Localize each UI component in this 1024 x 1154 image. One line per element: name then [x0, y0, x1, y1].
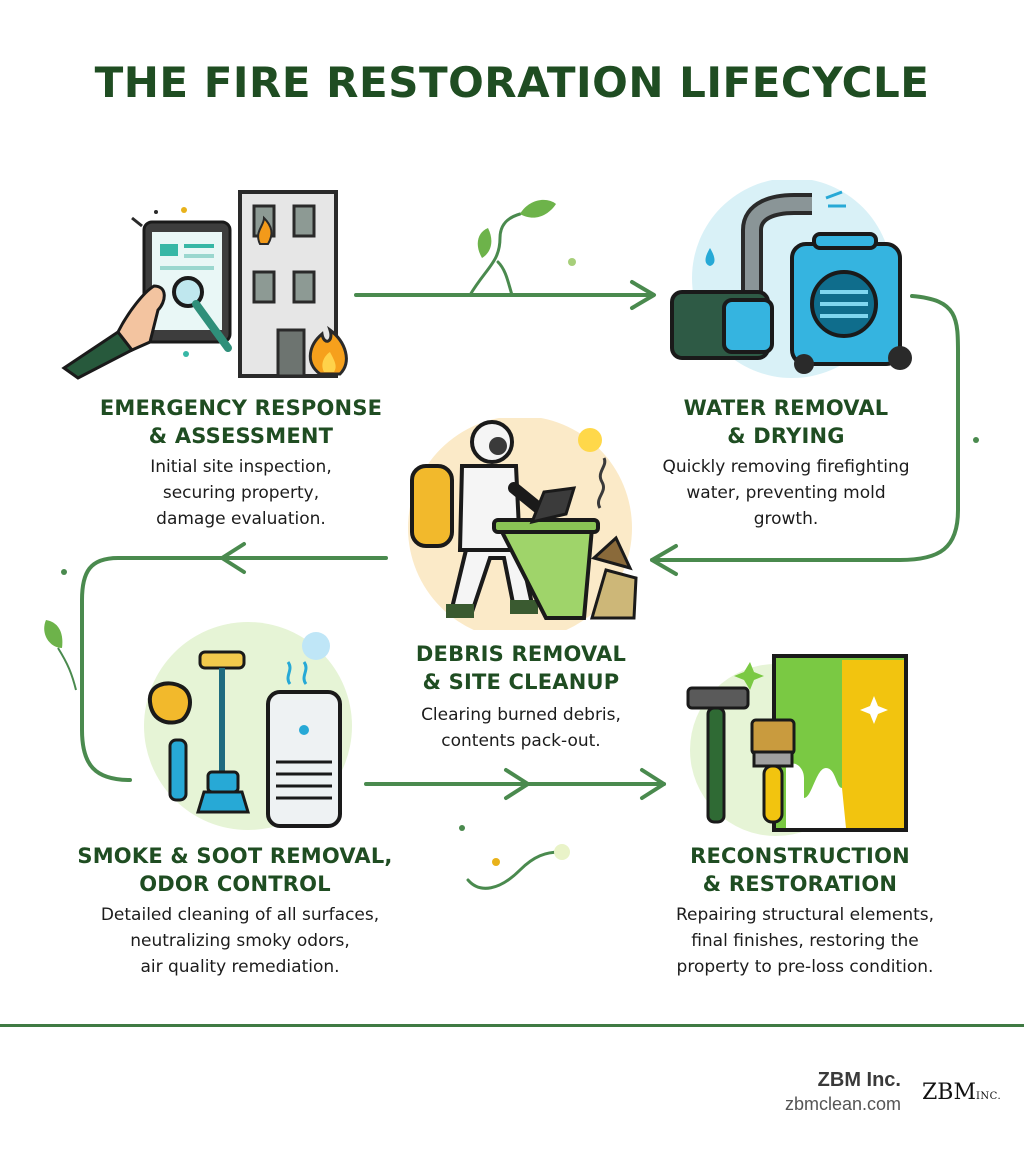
stage-debris-description: Clearing burned debris,contents pack-out…	[421, 705, 621, 751]
page-title: THE FIRE RESTORATION LIFECYCLE	[94, 58, 930, 107]
stage-smoke-description: Detailed cleaning of all surfaces,neutra…	[100, 905, 380, 977]
company-name: ZBM Inc.	[817, 1069, 901, 1091]
leaf-decoration	[520, 199, 556, 218]
hammer-paintbrush-wall-icon	[686, 654, 908, 836]
stage-reconstruction-title: RECONSTRUCTION& RESTORATION	[690, 844, 910, 896]
footer-brand: ZBM Inc. zbmclean.com	[785, 1068, 901, 1116]
tablet-inspection-building-fire-icon	[61, 190, 348, 380]
hazmat-worker-debris-icon	[408, 418, 638, 630]
cleaning-tools-air-purifier-icon	[144, 622, 352, 830]
stage-water-title: WATER REMOVAL& DRYING	[683, 396, 889, 448]
stage-emergency-description: Initial site inspection,securing propert…	[150, 457, 332, 529]
stage-emergency-title: EMERGENCY RESPONSE& ASSESSMENT	[99, 396, 383, 448]
stage-reconstruction-description: Repairing structural elements,final fini…	[675, 905, 935, 977]
company-url[interactable]: zbmclean.com	[784, 1094, 901, 1114]
water-pump-air-mover-icon	[670, 180, 912, 378]
arrow-water-to-debris	[650, 294, 961, 562]
stage-debris-title: DEBRIS REMOVAL& SITE CLEANUP	[415, 642, 627, 694]
footer-divider	[0, 1024, 1024, 1027]
zbm-logo: ZBMINC.	[922, 1080, 1002, 1105]
stage-smoke-title: SMOKE & SOOT REMOVAL,ODOR CONTROL	[77, 844, 393, 896]
